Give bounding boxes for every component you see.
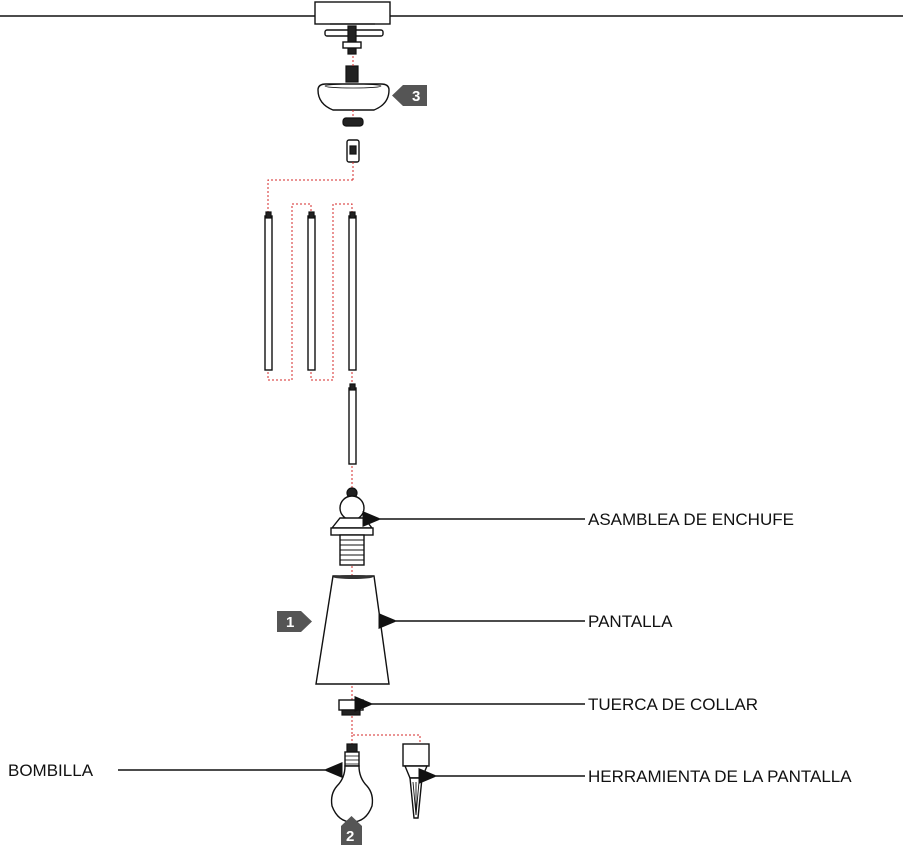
label-shade-tool: HERRAMIENTA DE LA PANTALLA xyxy=(588,767,852,786)
dotted-guides xyxy=(267,56,421,745)
step-1-number: 1 xyxy=(286,614,294,631)
collar-nut xyxy=(338,699,364,716)
shade-tool xyxy=(402,743,430,819)
leader-arrows xyxy=(118,511,585,784)
step-3-number: 3 xyxy=(412,88,420,105)
label-shade: PANTALLA xyxy=(588,612,673,631)
label-collar-nut: TUERCA DE COLLAR xyxy=(588,695,758,714)
label-socket-assembly: ASAMBLEA DE ENCHUFE xyxy=(588,510,794,529)
light-bulb xyxy=(330,743,374,823)
mounting-bracket xyxy=(314,1,391,83)
down-rods xyxy=(264,211,357,465)
socket-assembly xyxy=(330,487,374,566)
shade xyxy=(315,575,390,685)
label-bulb: BOMBILLA xyxy=(8,761,94,780)
step-3-badge: 3 xyxy=(392,85,427,106)
step-2-number: 2 xyxy=(346,828,354,845)
step-2-badge: 2 xyxy=(341,816,362,845)
step-1-badge: 1 xyxy=(277,611,312,632)
canopy xyxy=(317,83,390,163)
